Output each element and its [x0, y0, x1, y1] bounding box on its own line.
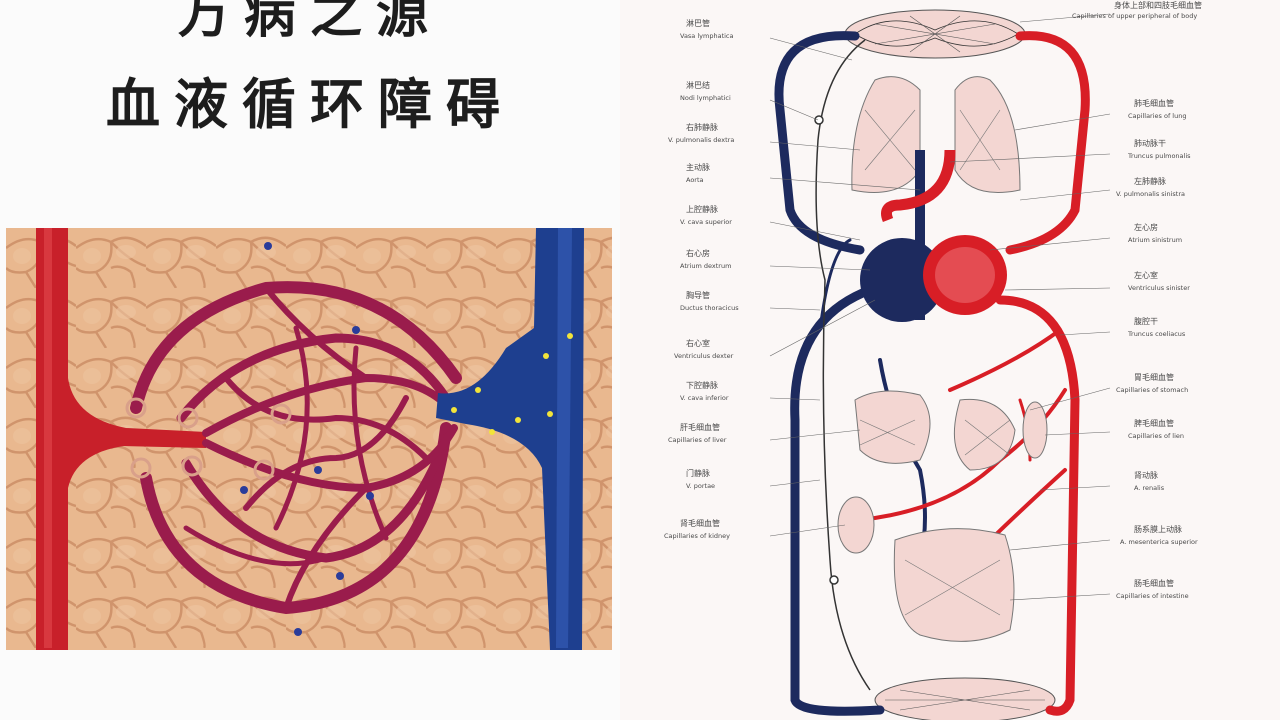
upper-body-capillaries [844, 9, 1026, 59]
label-cn: 淋巴管 [686, 18, 710, 28]
label-en: Capillaries of kidney [664, 532, 730, 540]
label-en: Atrium dextrum [680, 262, 731, 270]
label-en: Vasa lymphatica [680, 32, 734, 40]
capillary-network [130, 281, 462, 615]
label-cn: 肠系膜上动脉 [1134, 524, 1182, 534]
label-en: Ventriculus sinister [1128, 284, 1190, 292]
left-labels: 淋巴管 Vasa lymphatica 淋巴结 Nodi lymphatici … [664, 18, 739, 540]
label-en: Capillaries of stomach [1116, 386, 1188, 394]
label-cn: 右肺静脉 [686, 122, 718, 132]
label-cn: 淋巴结 [686, 80, 710, 90]
capillary-bed-svg [6, 228, 612, 650]
lungs [851, 76, 1021, 193]
label-cn: 肠毛细血管 [1134, 578, 1174, 588]
label-en: Nodi lymphatici [680, 94, 731, 102]
label-cn: 肾动脉 [1134, 470, 1158, 480]
lower-body-capillaries [874, 677, 1056, 720]
label-en: A. renalis [1134, 484, 1165, 492]
label-en: Capillaries of lung [1128, 112, 1186, 120]
label-en: Truncus pulmonalis [1127, 152, 1191, 160]
circulation-diagram: 淋巴管 Vasa lymphatica 淋巴结 Nodi lymphatici … [620, 0, 1280, 720]
label-cn: 肾毛细血管 [680, 518, 720, 528]
label-cn: 胃毛细血管 [1134, 372, 1174, 382]
label-en: Truncus coeliacus [1127, 330, 1186, 338]
tissue-blue-dots [240, 242, 374, 636]
label-en: Aorta [686, 176, 704, 184]
slide-title-line2: 血液循环障碍 [106, 72, 514, 136]
label-en: Ventriculus dexter [674, 352, 734, 360]
slide-title-line1: 万病之源 [177, 0, 442, 45]
precapillary-sphincters [125, 397, 292, 481]
label-en: Atrium sinistrum [1128, 236, 1182, 244]
capillary-bed-illustration [6, 228, 612, 650]
label-cn: 下腔静脉 [686, 380, 718, 390]
arteriole [36, 228, 206, 650]
label-cn: 肺毛细血管 [1134, 98, 1174, 108]
label-en: Ductus thoracicus [680, 304, 739, 312]
label-cn: 门静脉 [686, 468, 710, 478]
heart [860, 149, 1007, 322]
label-leaders [769, 13, 1111, 601]
label-en: A. mesenterica superior [1120, 538, 1198, 546]
label-en: Capillaries of upper peripheral of body [1072, 12, 1197, 20]
right-labels: 身体上部和四肢毛细血管 Capillaries of upper periphe… [1072, 0, 1202, 600]
label-cn: 右心房 [686, 248, 710, 258]
label-cn: 主动脉 [686, 162, 710, 172]
abdominal-organs [837, 390, 1048, 642]
label-en: V. cava superior [680, 218, 732, 226]
circulation-svg: 淋巴管 Vasa lymphatica 淋巴结 Nodi lymphatici … [664, 0, 1202, 720]
label-cn: 胸导管 [686, 290, 710, 300]
label-cn: 脾毛细血管 [1134, 418, 1174, 428]
label-cn: 右心室 [686, 338, 710, 348]
label-en: Capillaries of intestine [1116, 592, 1189, 600]
label-en: V. pulmonalis sinistra [1116, 190, 1185, 198]
label-cn: 腹腔干 [1134, 316, 1158, 326]
label-en: V. portae [686, 482, 715, 490]
label-cn: 肺动脉干 [1134, 138, 1166, 148]
label-cn: 左肺静脉 [1134, 176, 1166, 186]
lymph-vessels [814, 39, 871, 691]
label-en: Capillaries of lien [1128, 432, 1184, 440]
label-cn: 上腔静脉 [686, 204, 718, 214]
label-cn: 身体上部和四肢毛细血管 [1114, 0, 1202, 10]
label-cn: 肝毛细血管 [680, 422, 720, 432]
venule-particles [451, 333, 573, 435]
label-cn: 左心房 [1134, 222, 1158, 232]
label-en: Capillaries of liver [668, 436, 727, 444]
label-en: V. cava inferior [680, 394, 729, 402]
label-cn: 左心室 [1134, 270, 1158, 280]
label-en: V. pulmonalis dextra [668, 136, 734, 144]
venule [436, 228, 584, 650]
